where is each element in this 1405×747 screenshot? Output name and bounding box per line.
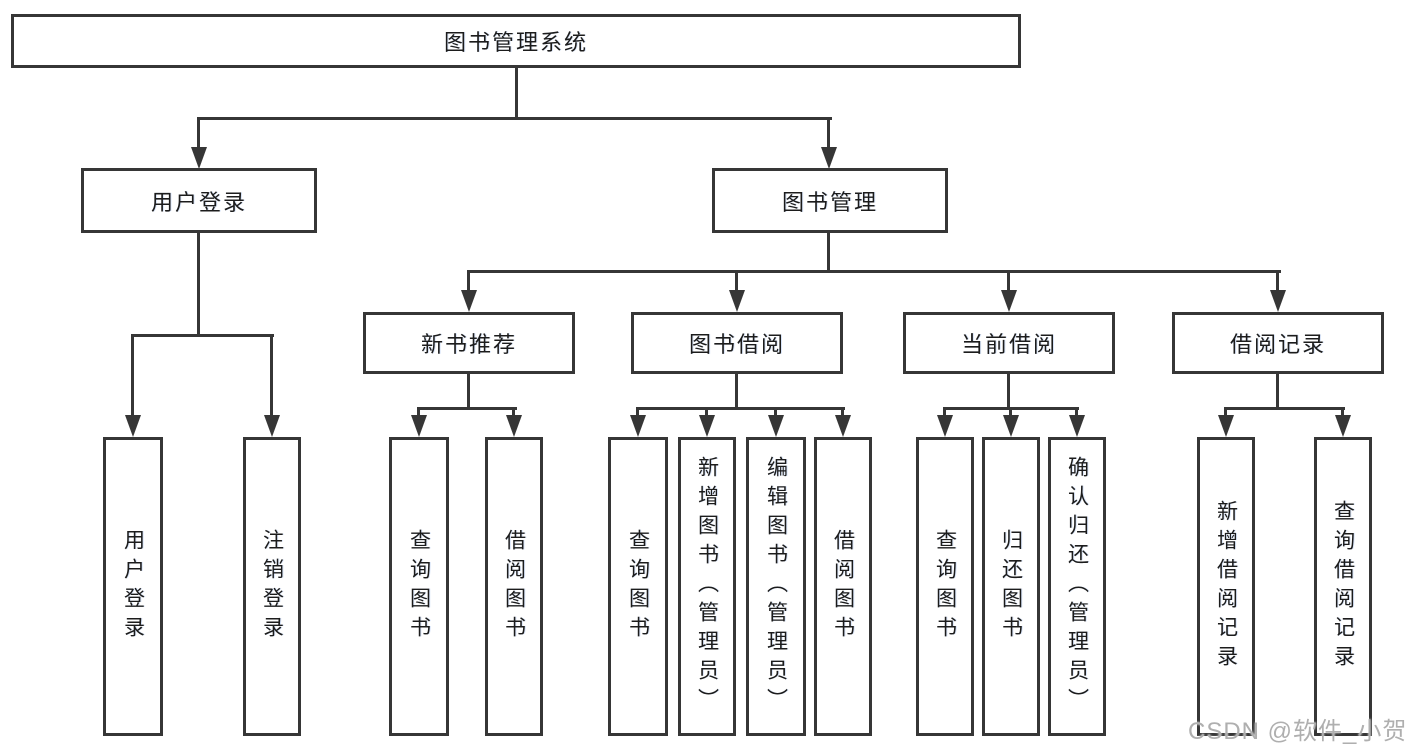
node-label: 借阅图书	[502, 528, 526, 645]
connector-drop-borrow-record	[1276, 270, 1279, 292]
connector-drop-current-borrow	[1007, 270, 1010, 292]
node-label: 新增图书（管理员）	[695, 456, 719, 717]
node-label: 图书借阅	[688, 332, 785, 357]
arrow-down-icon	[1003, 415, 1019, 437]
connector-drop-login	[131, 334, 134, 416]
node-label: 查询图书	[626, 528, 650, 645]
arrow-down-icon	[835, 415, 851, 437]
node-label: 图书管理	[781, 189, 878, 215]
connector-new-book-recommend-stem	[467, 374, 470, 410]
node-label: 借阅记录	[1229, 332, 1326, 357]
arrow-down-icon	[1335, 415, 1351, 437]
node-label: 编辑图书（管理员）	[764, 456, 788, 717]
node-label: 注销登录	[260, 528, 284, 645]
connector-level3-branch	[467, 270, 1281, 273]
node-add-borrow-record: 新增借阅记录	[1197, 437, 1255, 736]
connector-drop-book-management	[827, 117, 830, 148]
node-confirm-return-admin: 确认归还（管理员）	[1048, 437, 1106, 736]
node-recommend-borrow-book: 借阅图书	[485, 437, 543, 736]
node-return-book: 归还图书	[982, 437, 1040, 736]
node-user-login: 用户登录	[81, 168, 317, 233]
connector-drop-logout	[270, 334, 273, 416]
connector-user-login-branch	[131, 334, 274, 337]
arrow-down-icon	[125, 415, 141, 437]
node-new-book-recommend: 新书推荐	[363, 312, 575, 374]
arrow-down-icon	[1218, 415, 1234, 437]
node-login: 用户登录	[103, 437, 163, 736]
node-borrow-query-book: 查询图书	[608, 437, 668, 736]
arrow-down-icon	[411, 415, 427, 437]
connector-book-borrow-stem	[735, 374, 738, 410]
node-label: 用户登录	[121, 528, 145, 645]
connector-drop	[1009, 407, 1012, 417]
arrow-down-icon	[768, 415, 784, 437]
node-book-borrow: 图书借阅	[631, 312, 843, 374]
csdn-watermark: CSDN @软件_小贺同学	[1188, 718, 1405, 745]
arrow-down-icon	[191, 147, 207, 169]
arrow-down-icon	[506, 415, 522, 437]
node-edit-book-admin: 编辑图书（管理员）	[746, 437, 806, 736]
node-label: 用户登录	[150, 189, 247, 215]
node-label: 借阅图书	[831, 528, 855, 645]
connector-drop	[1224, 407, 1227, 417]
node-add-book-admin: 新增图书（管理员）	[678, 437, 736, 736]
connector-book-management-stem	[827, 233, 830, 273]
node-label: 确认归还（管理员）	[1065, 456, 1089, 717]
connector-book-borrow-branch	[636, 407, 845, 410]
node-label: 查询图书	[933, 528, 957, 645]
arrow-down-icon	[1001, 290, 1017, 312]
connector-current-borrow-stem	[1007, 374, 1010, 410]
arrow-down-icon	[699, 415, 715, 437]
node-label: 查询图书	[407, 528, 431, 645]
connector-borrow-record-stem	[1276, 374, 1279, 410]
connector-drop-new-book-recommend	[467, 270, 470, 292]
connector-drop	[841, 407, 844, 417]
arrow-down-icon	[461, 290, 477, 312]
arrow-down-icon	[729, 290, 745, 312]
node-recommend-query-book: 查询图书	[389, 437, 449, 736]
node-library-management-system: 图书管理系统	[11, 14, 1021, 68]
connector-drop	[417, 407, 420, 417]
connector-drop	[774, 407, 777, 417]
node-label: 当前借阅	[960, 332, 1057, 357]
arrow-down-icon	[264, 415, 280, 437]
arrow-down-icon	[821, 147, 837, 169]
connector-new-book-recommend-branch	[417, 407, 517, 410]
node-borrow-record: 借阅记录	[1172, 312, 1384, 374]
connector-user-login-stem	[197, 233, 200, 337]
connector-root-stem	[515, 66, 518, 118]
node-logout: 注销登录	[243, 437, 301, 736]
node-label: 新书推荐	[420, 332, 517, 357]
connector-borrow-record-branch	[1224, 407, 1345, 410]
node-current-query-book: 查询图书	[916, 437, 974, 736]
connector-drop	[512, 407, 515, 417]
node-label: 新增借阅记录	[1214, 499, 1238, 674]
node-label: 归还图书	[999, 528, 1023, 645]
node-query-borrow-record: 查询借阅记录	[1314, 437, 1372, 736]
node-label: 查询借阅记录	[1331, 499, 1355, 674]
connector-drop	[636, 407, 639, 417]
connector-drop	[1341, 407, 1344, 417]
connector-drop	[1075, 407, 1078, 417]
connector-drop-user-login	[197, 117, 200, 148]
arrow-down-icon	[1270, 290, 1286, 312]
node-label: 图书管理系统	[443, 30, 588, 55]
connector-level2-branch	[197, 117, 832, 120]
node-book-management: 图书管理	[712, 168, 948, 233]
connector-drop	[943, 407, 946, 417]
node-current-borrow: 当前借阅	[903, 312, 1115, 374]
connector-drop-book-borrow	[735, 270, 738, 292]
node-borrow-borrow-book: 借阅图书	[814, 437, 872, 736]
connector-drop	[705, 407, 708, 417]
arrow-down-icon	[937, 415, 953, 437]
arrow-down-icon	[630, 415, 646, 437]
arrow-down-icon	[1069, 415, 1085, 437]
